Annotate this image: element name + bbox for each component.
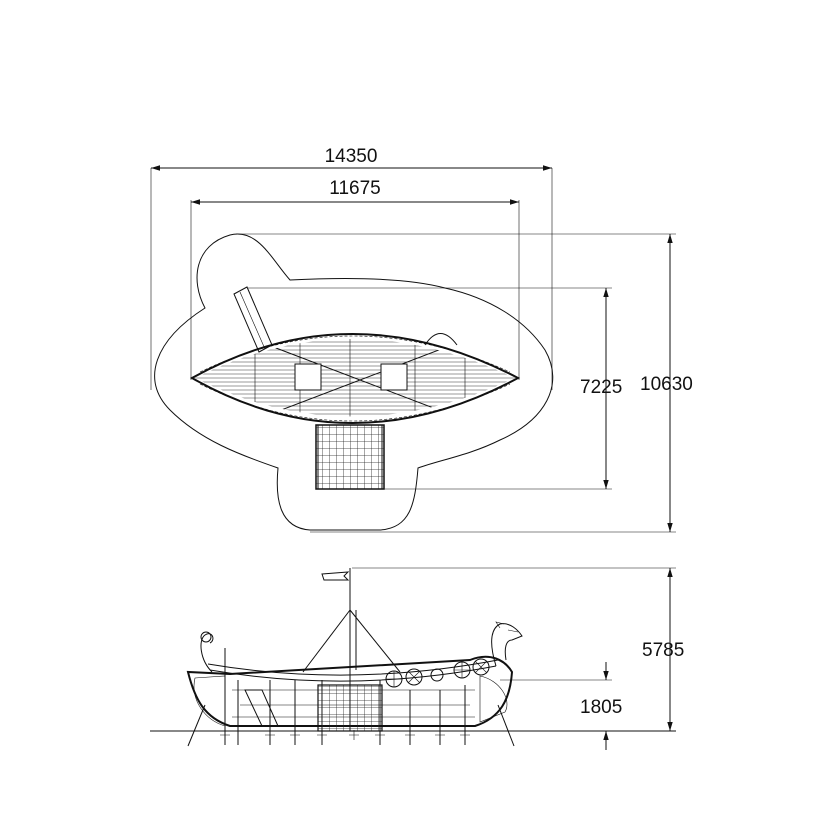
dimension-deck-width: 11675 [190, 178, 520, 380]
deck-hatch-right [380, 363, 408, 391]
dim-label-deck-height: 1805 [580, 697, 622, 718]
dimension-deck-height: 1805 [500, 662, 622, 750]
dimension-deck-depth: 7225 [248, 287, 622, 490]
shields [385, 658, 490, 688]
dim-label-total-height: 5785 [642, 640, 684, 661]
dome-element [424, 333, 458, 346]
dimension-overall-width: 14350 [150, 146, 553, 390]
dim-label-overall-depth: 10630 [640, 374, 693, 395]
safety-zone-outline [154, 233, 554, 531]
dim-label-deck-depth: 7225 [580, 377, 622, 398]
shield [472, 658, 490, 676]
hull-outline-outer [189, 333, 521, 424]
structure-posts [187, 648, 515, 747]
slide-plan [233, 286, 273, 353]
plan-view: 14350 11675 7225 10630 [150, 146, 693, 533]
stern-tail [193, 631, 226, 727]
climbing-net-plan [315, 424, 385, 490]
deck-hatch-left [294, 363, 322, 391]
hull-rim-decoration-lower [199, 383, 511, 422]
foundation-markers [220, 730, 470, 740]
dim-label-deck-width: 11675 [329, 178, 380, 199]
dragon-head [479, 621, 523, 723]
hull-rim-decoration [199, 335, 511, 373]
dimension-total-height: 5785 [352, 567, 684, 731]
shield [405, 668, 423, 686]
dimension-overall-depth: 10630 [236, 233, 693, 533]
elevation-view: 5785 1805 [150, 567, 684, 750]
dim-label-overall-width: 14350 [325, 146, 378, 167]
